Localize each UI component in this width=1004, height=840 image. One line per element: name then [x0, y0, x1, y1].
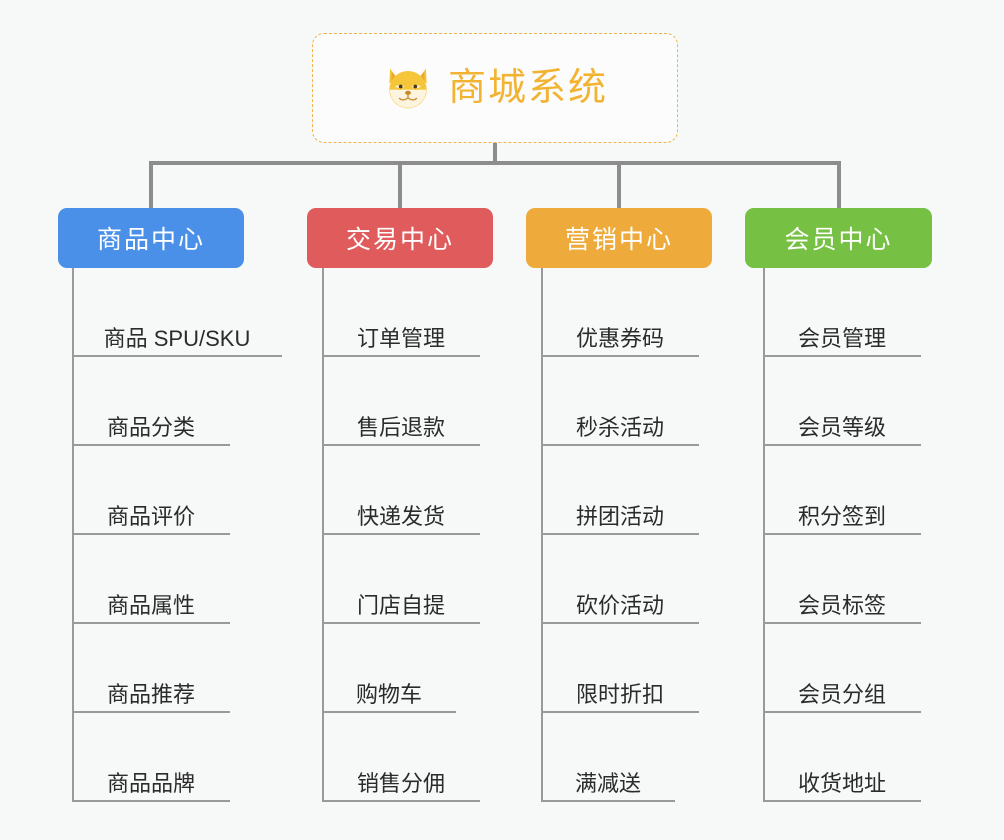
branch-drop-3: [617, 161, 621, 208]
leaf-item-label: 快递发货: [356, 503, 445, 529]
leaf-item-label: 销售分佣: [356, 770, 445, 796]
branch-spine: [72, 268, 74, 802]
category-label: 交易中心: [345, 226, 454, 254]
branch-drop-1: [149, 161, 153, 208]
leaf-item-label: 商品 SPU/SKU: [103, 325, 251, 351]
leaf-item-label: 满减送: [574, 770, 641, 796]
leaf-item-label: 门店自提: [356, 592, 445, 618]
leaf-item-label: 积分签到: [797, 503, 886, 529]
leaf-item[interactable]: 优惠券码: [541, 268, 699, 357]
leaf-item-label: 会员等级: [797, 414, 886, 440]
leaf-item-label: 商品属性: [106, 592, 195, 618]
branch-column-3: 优惠券码秒杀活动拼团活动砍价活动限时折扣满减送: [541, 268, 801, 802]
branch-spine: [763, 268, 765, 802]
root-stem: [493, 143, 497, 165]
leaf-item-label: 购物车: [355, 681, 422, 707]
leaf-item[interactable]: 限时折扣: [541, 624, 699, 713]
leaf-item[interactable]: 商品 SPU/SKU: [72, 268, 282, 357]
leaf-item[interactable]: 商品分类: [72, 357, 230, 446]
leaf-item-label: 商品分类: [106, 414, 195, 440]
leaf-item[interactable]: 商品品牌: [72, 713, 230, 802]
leaf-item-label: 订单管理: [356, 325, 445, 351]
category-box-2[interactable]: 交易中心: [307, 208, 493, 268]
category-label: 商品中心: [96, 226, 205, 254]
leaf-item[interactable]: 商品属性: [72, 535, 230, 624]
branch-column-2: 订单管理售后退款快递发货门店自提购物车销售分佣: [322, 268, 582, 802]
leaf-item[interactable]: 购物车: [322, 624, 456, 713]
leaf-item-label: 收货地址: [797, 770, 886, 796]
root-title: 商城系统: [447, 67, 608, 109]
leaf-item-label: 售后退款: [356, 414, 445, 440]
leaf-item-label: 优惠券码: [575, 325, 664, 351]
leaf-item[interactable]: 销售分佣: [322, 713, 480, 802]
leaf-item-label: 会员标签: [797, 592, 886, 618]
leaf-item[interactable]: 会员标签: [763, 535, 921, 624]
branch-drop-2: [398, 161, 402, 208]
horizontal-bus: [149, 161, 841, 165]
branch-spine: [541, 268, 543, 802]
category-label: 会员中心: [784, 226, 893, 254]
leaf-item-label: 限时折扣: [575, 681, 664, 707]
leaf-item[interactable]: 售后退款: [322, 357, 480, 446]
leaf-item-label: 砍价活动: [575, 592, 664, 618]
leaf-item[interactable]: 会员管理: [763, 268, 921, 357]
leaf-item[interactable]: 砍价活动: [541, 535, 699, 624]
leaf-item[interactable]: 快递发货: [322, 446, 480, 535]
leaf-item[interactable]: 满减送: [541, 713, 675, 802]
branch-column-4: 会员管理会员等级积分签到会员标签会员分组收货地址: [763, 268, 1004, 802]
leaf-item-label: 商品评价: [106, 503, 195, 529]
branch-drop-4: [836, 161, 841, 208]
leaf-item[interactable]: 会员分组: [763, 624, 921, 713]
leaf-item[interactable]: 会员等级: [763, 357, 921, 446]
leaf-item[interactable]: 积分签到: [763, 446, 921, 535]
category-label: 营销中心: [564, 226, 673, 254]
leaf-item[interactable]: 收货地址: [763, 713, 921, 802]
leaf-item[interactable]: 拼团活动: [541, 446, 699, 535]
leaf-item-label: 商品推荐: [106, 681, 195, 707]
leaf-item[interactable]: 门店自提: [322, 535, 480, 624]
leaf-item[interactable]: 商品推荐: [72, 624, 230, 713]
category-box-4[interactable]: 会员中心: [745, 208, 932, 268]
root-node[interactable]: 商城系统: [312, 33, 678, 143]
category-box-1[interactable]: 商品中心: [58, 208, 244, 268]
leaf-item-label: 会员管理: [797, 325, 886, 351]
leaf-item[interactable]: 订单管理: [322, 268, 480, 357]
shiba-dog-face-icon: [382, 62, 434, 114]
leaf-item[interactable]: 商品评价: [72, 446, 230, 535]
leaf-item-label: 秒杀活动: [575, 414, 664, 440]
leaf-item[interactable]: 秒杀活动: [541, 357, 699, 446]
branch-spine: [322, 268, 324, 802]
leaf-item-label: 商品品牌: [106, 770, 195, 796]
leaf-item-label: 拼团活动: [575, 503, 664, 529]
category-box-3[interactable]: 营销中心: [526, 208, 712, 268]
leaf-item-label: 会员分组: [797, 681, 886, 707]
branch-column-1: 商品 SPU/SKU 商品分类商品评价商品属性商品推荐商品品牌: [72, 268, 332, 802]
